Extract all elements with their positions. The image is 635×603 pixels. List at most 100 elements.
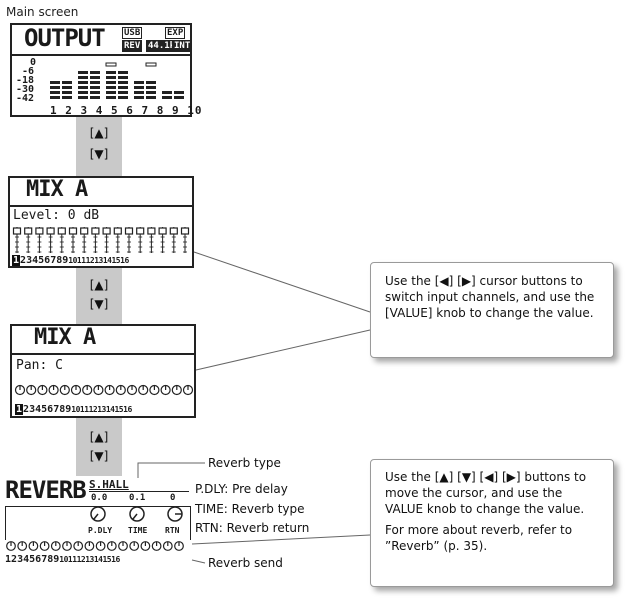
rev-ch-10-16: 10111213141516: [59, 555, 120, 564]
mix-level-header: MIX A: [10, 177, 192, 207]
level-ch-14: 14: [102, 256, 112, 265]
rev-ch-12: 12: [76, 555, 86, 564]
connector-2: [76, 266, 122, 324]
level-ch-7: 7: [50, 255, 57, 266]
reverb-send-knobs: [6, 541, 184, 551]
scale-30: -30: [16, 84, 35, 95]
channels-callout-text: Use the [◀] [▶] cursor buttons to switch…: [385, 274, 595, 320]
level-meters: [50, 62, 184, 99]
mix-level-title: MIX A: [26, 177, 88, 202]
channel-knob-icon: [17, 541, 28, 551]
samplerate-tag: 44.1k: [146, 40, 178, 52]
time-knob-icon: [129, 506, 145, 522]
pan-knob-row: [14, 384, 194, 396]
fader-cap: [102, 227, 111, 235]
level-param: Level: 0 dB: [13, 208, 100, 223]
pdly-knob-icon: [90, 506, 106, 522]
reverb-screen: REVERB S.HALL 0.0 0.1 0 P.DLY TIME RTN 1…: [5, 476, 191, 568]
rtn-description: RTN: Reverb return: [195, 521, 310, 535]
fader-cap: [57, 227, 66, 235]
channel-knob-icon: [174, 541, 184, 551]
scale-18: -18: [16, 75, 35, 86]
fader-cap: [35, 227, 44, 235]
fader-strip: [12, 227, 190, 253]
level-ch-9: 9: [62, 255, 69, 266]
rev-ch-13: 13: [85, 555, 94, 564]
fader-cap: [80, 227, 89, 235]
mix-pan-screen: MIX A Pan: C 12345678910111213141516: [10, 324, 196, 418]
channel-knob-icon: [106, 541, 117, 551]
level-ch-6: 6: [44, 255, 51, 266]
pan-ch-12: 12: [88, 405, 98, 414]
leader-level: [193, 251, 371, 313]
time-value: 0.1: [129, 493, 146, 503]
rev-tag: REV: [122, 40, 143, 52]
fader-cap: [46, 227, 55, 235]
pan-ch-15: 15: [114, 405, 124, 414]
up-arrow-label-1: [▲]: [89, 126, 109, 140]
level-ch-12: 12: [85, 256, 95, 265]
mix-pan-header: MIX A: [12, 325, 194, 355]
level-ch-10-16: 10111213141516: [68, 256, 129, 265]
level-ch-8: 8: [56, 255, 63, 266]
rev-ch-14: 14: [93, 555, 103, 564]
rev-ch-5: 5: [29, 554, 36, 565]
up-arrow-label-3: [▲]: [89, 430, 109, 444]
level-ch-10: 10: [68, 256, 77, 265]
output-header: OUTPUT USB EXP REV 44.1k INT: [12, 24, 193, 56]
level-ch-11: 11: [76, 256, 86, 265]
down-arrow-label-2: [▼]: [89, 297, 109, 311]
channel-knob-icon: [151, 541, 162, 551]
scale-6: -6: [22, 66, 35, 77]
rev-ch-9: 9: [53, 554, 60, 565]
reverb-border-right: [190, 506, 191, 540]
pan-ch-10-16: 10111213141516: [71, 405, 132, 414]
time-label: TIME: [128, 526, 148, 535]
pdly-description: P.DLY: Pre delay: [195, 482, 288, 496]
rev-ch-1: 1: [5, 554, 12, 565]
channels-callout: Use the [◀] [▶] cursor buttons to switch…: [370, 262, 614, 358]
pan-ch-1: 1: [15, 404, 24, 415]
level-ch-13: 13: [94, 256, 103, 265]
rev-ch-6: 6: [35, 554, 42, 565]
reverb-type-value: S.HALL: [89, 478, 129, 491]
level-ch-5: 5: [38, 255, 45, 266]
channel-knob-icon: [39, 541, 50, 551]
rev-ch-7: 7: [41, 554, 48, 565]
pan-ch-9: 9: [65, 404, 72, 415]
reverb-callout-text-2: For more about reverb, refer to ”Reverb”…: [385, 523, 573, 553]
fader-cap: [180, 227, 190, 235]
channel-knob-icon: [118, 541, 128, 551]
up-arrow-label-2: [▲]: [89, 278, 109, 292]
level-ch-3: 3: [26, 255, 33, 266]
pan-ch-8: 8: [59, 404, 66, 415]
level-ch-4: 4: [32, 255, 39, 266]
connector-1: [76, 117, 122, 179]
rev-ch-10: 10: [59, 555, 68, 564]
leader-reverb-send: [191, 559, 206, 564]
fader-cap: [158, 227, 167, 235]
connector-3: [76, 418, 122, 476]
channel-knob-icon: [162, 541, 173, 551]
channel-knob-icon: [140, 541, 151, 551]
level-ch-16: 16: [120, 256, 129, 265]
pan-ch-13: 13: [97, 405, 106, 414]
pdly-value: 0.0: [91, 493, 108, 503]
mix-pan-title: MIX A: [34, 325, 96, 350]
scale-42: -42: [16, 93, 35, 104]
mix-level-screen: MIX A Level: 0 dB 12 34567891011121314151…: [8, 176, 194, 268]
reverb-send-label: Reverb send: [208, 556, 283, 570]
leader-pan: [195, 329, 371, 371]
fader-cap: [147, 227, 156, 235]
scale-0: 0: [30, 57, 37, 68]
pan-ch-14: 14: [105, 405, 115, 414]
reverb-border-left: [5, 506, 6, 540]
leader-reverb: [191, 534, 371, 545]
reverb-channels: 12345678910111213141516: [5, 554, 120, 565]
channel-knob-icon: [6, 541, 16, 551]
pan-ch-10: 10: [71, 405, 80, 414]
reverb-type-label: Reverb type: [208, 456, 281, 470]
rev-ch-15: 15: [102, 555, 112, 564]
fader-cap: [24, 227, 33, 235]
reverb-knobs: [90, 506, 183, 522]
